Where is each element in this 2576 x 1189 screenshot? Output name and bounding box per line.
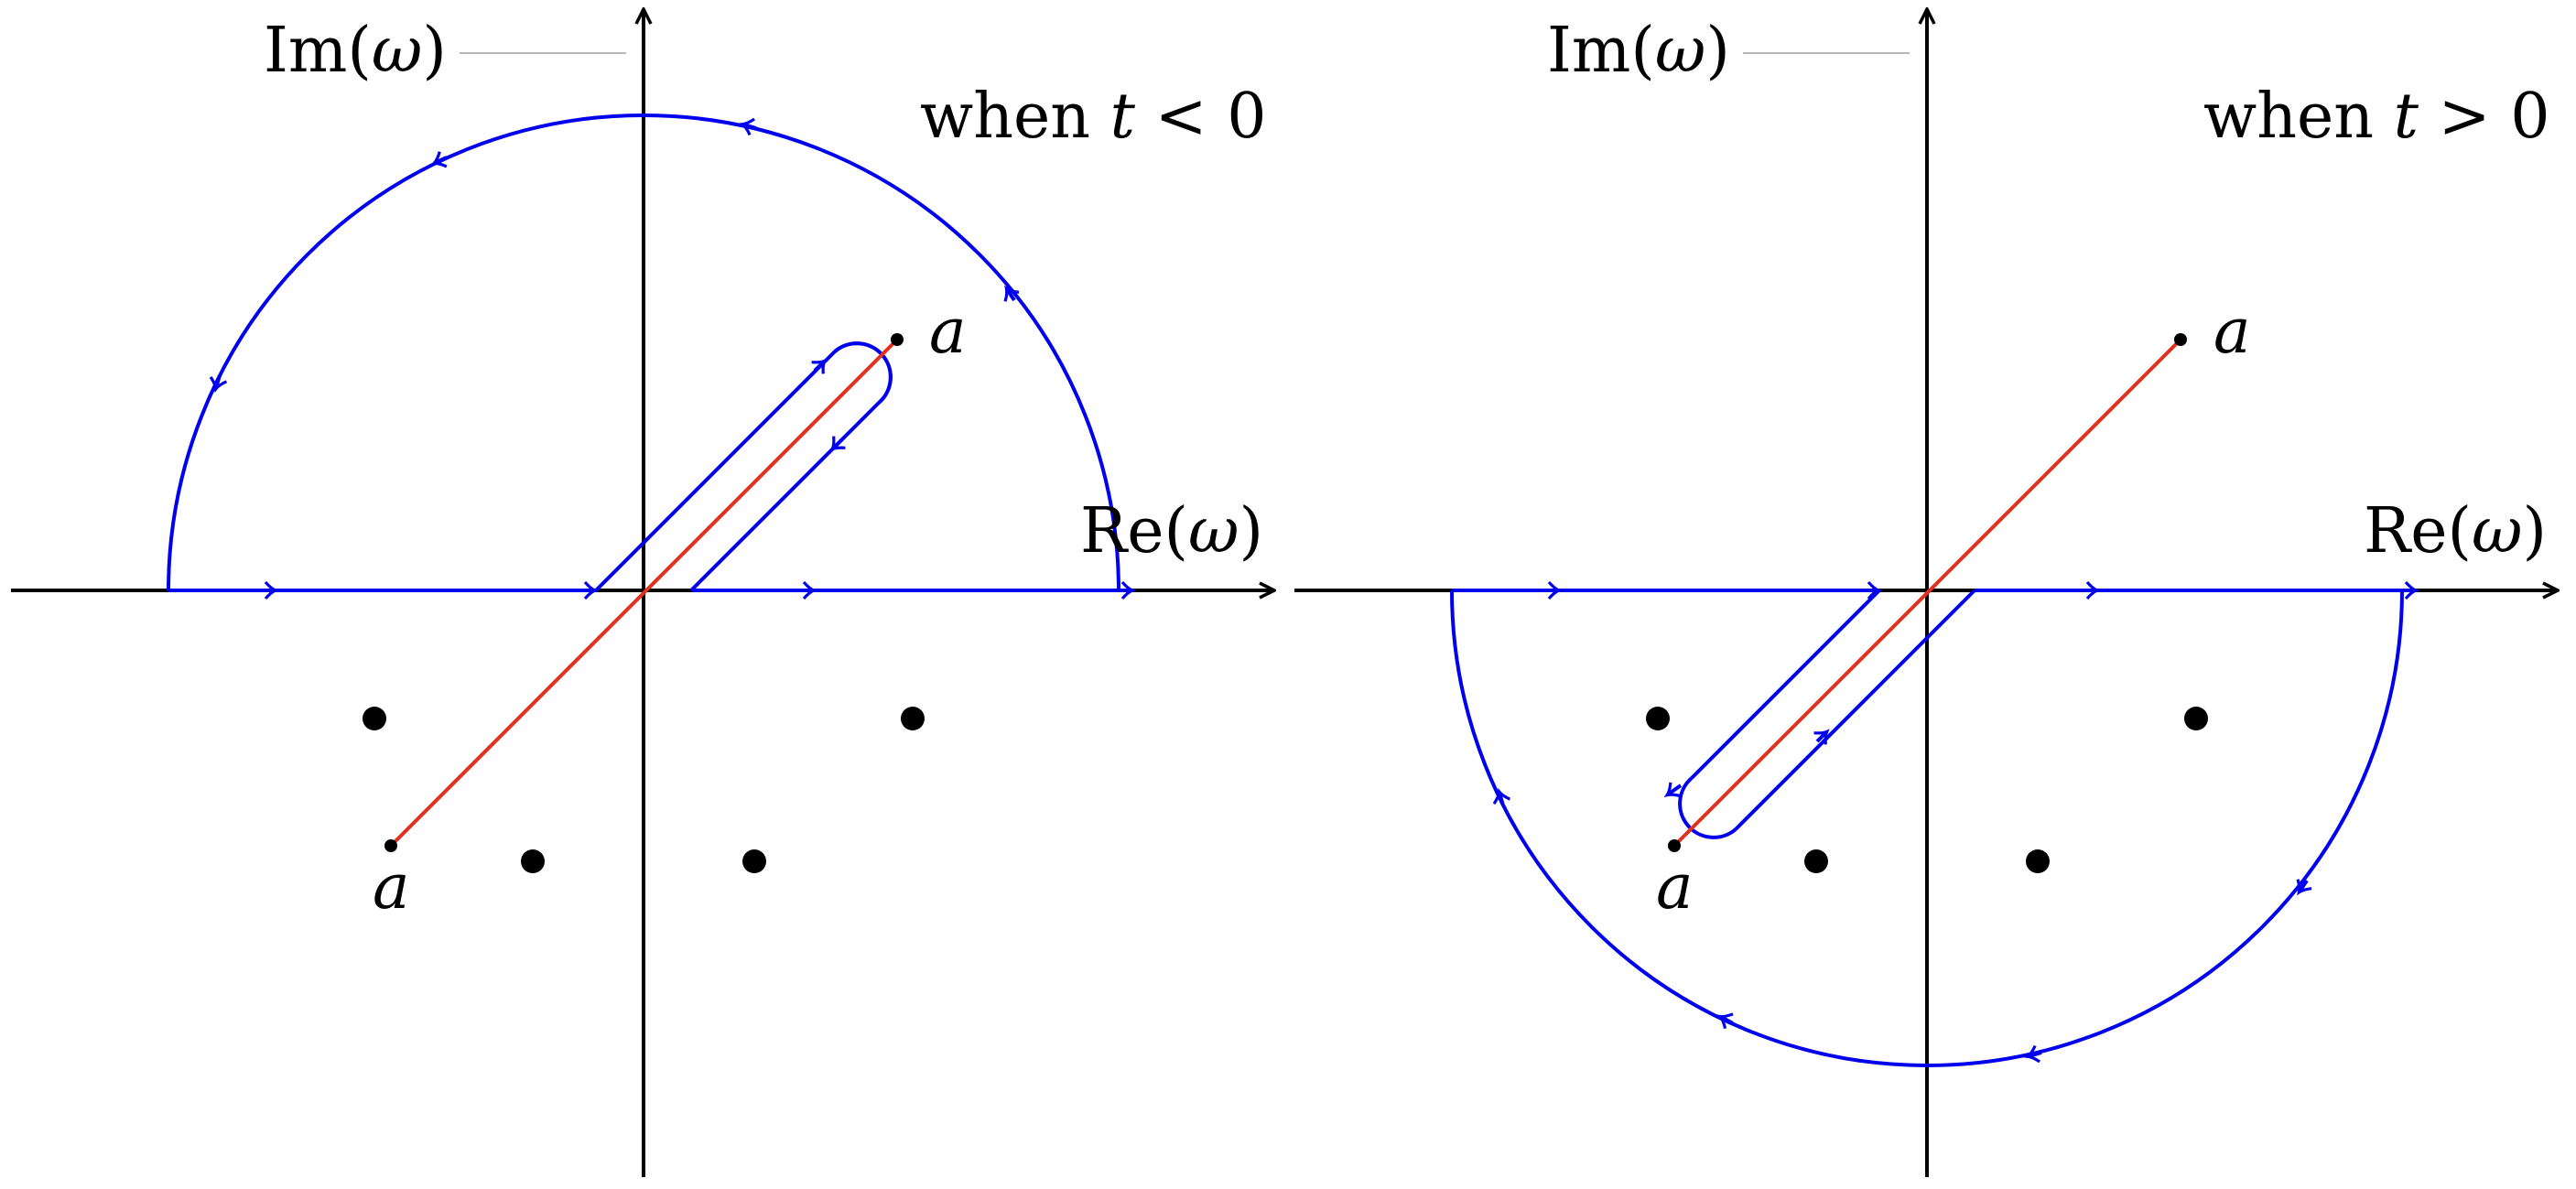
right-flow-arrow: [1492, 787, 1511, 806]
right-branch-point-upper: [2174, 333, 2187, 346]
right-pole: [2184, 707, 2208, 730]
right-im-label: Im(ω): [1547, 15, 1730, 87]
panel-right: Im(ω) Re(ω) when t > 0 a a: [1294, 9, 2558, 1177]
right-flow-arrow: [2023, 1044, 2042, 1064]
right-flow-arrow: [2296, 879, 2312, 896]
left-pole: [363, 707, 386, 730]
left-flow-arrow: [829, 436, 846, 452]
left-contour-arc: [167, 113, 1120, 591]
left-flow-arrow: [209, 374, 228, 394]
right-pole: [1804, 849, 1828, 873]
right-keyhole-circle: [1678, 776, 1737, 839]
right-pole: [2026, 849, 2050, 873]
right-branch-label-lower: a: [1656, 851, 1694, 924]
right-re-label: Re(ω): [2364, 495, 2547, 567]
left-branch-label-upper: a: [929, 296, 967, 368]
right-condition-label: when t > 0: [2203, 81, 2549, 153]
right-flow-arrow: [1716, 1012, 1734, 1030]
left-pole: [521, 849, 545, 873]
left-flow-arrow: [738, 117, 757, 136]
right-contour: [1450, 589, 2404, 1067]
left-branch-point-upper: [891, 333, 904, 346]
left-contour: [167, 113, 1120, 592]
left-pole: [742, 849, 766, 873]
left-pole: [901, 707, 925, 730]
left-flow-arrow: [1003, 285, 1020, 302]
left-keyhole-line-in: [594, 350, 837, 592]
right-branch-point-lower: [1668, 839, 1681, 852]
right-pole: [1646, 707, 1670, 730]
left-branch-label-lower: a: [373, 851, 410, 924]
left-keyhole-line-out: [689, 401, 881, 592]
right-flow-arrow: [1813, 729, 1830, 745]
left-flow-arrow: [430, 151, 448, 168]
left-flow-arrows: [209, 117, 1137, 600]
right-flow-arrows: [1492, 580, 2420, 1064]
left-branch-cut: [389, 338, 899, 848]
right-branch-label-upper: a: [2213, 296, 2251, 368]
left-flow-arrow: [811, 358, 828, 374]
right-keyhole-line-in: [1690, 589, 1881, 780]
right-keyhole-line-out: [1734, 589, 1976, 831]
panel-left: Im(ω) Re(ω) when t < 0 a a: [11, 9, 1274, 1177]
right-contour-arc: [1450, 589, 2404, 1067]
left-condition-label: when t < 0: [920, 81, 1266, 153]
left-re-label: Re(ω): [1080, 495, 1263, 567]
right-flow-arrow: [1663, 782, 1683, 798]
left-im-label: Im(ω): [264, 15, 447, 87]
right-branch-cut: [1672, 338, 2182, 848]
left-branch-point-lower: [384, 839, 397, 852]
